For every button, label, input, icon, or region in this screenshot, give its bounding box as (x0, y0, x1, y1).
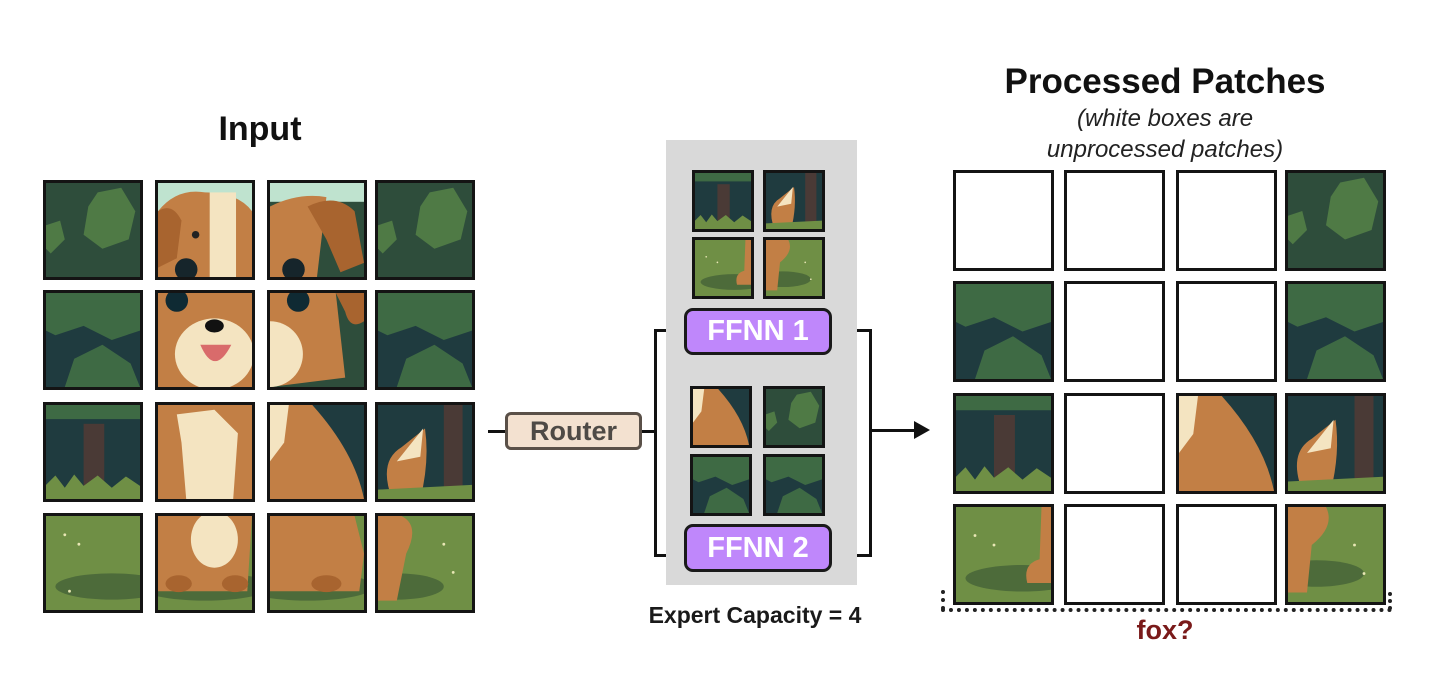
left-bracket (654, 329, 657, 557)
left-bracket-top (654, 329, 668, 332)
expert-1-patch (692, 170, 754, 232)
router-label: Router (530, 415, 617, 446)
input-patch (43, 402, 143, 502)
output-empty-patch (1176, 504, 1277, 605)
input-patch (267, 513, 367, 613)
input-patch (375, 180, 475, 280)
output-patch (953, 504, 1054, 605)
expert-2-patch (690, 454, 752, 516)
input-patch (43, 290, 143, 390)
dotted-bracket-left (941, 590, 945, 610)
expert-2-patch (763, 386, 825, 448)
output-title: Processed Patches (1004, 62, 1326, 101)
input-patch (375, 290, 475, 390)
expert-2-patch (763, 454, 825, 516)
dotted-bracket (941, 608, 1392, 612)
right-bracket (869, 329, 872, 557)
input-patch (155, 180, 255, 280)
ffnn-1-label: FFNN 1 (707, 315, 809, 347)
left-bracket-bottom (654, 554, 668, 557)
output-empty-patch (1064, 281, 1165, 382)
output-patch (953, 393, 1054, 494)
output-empty-patch (1176, 170, 1277, 271)
input-patch (43, 513, 143, 613)
expert-capacity-label: Expert Capacity = 4 (648, 602, 862, 628)
expert-1-patch (692, 237, 754, 299)
input-patch (155, 290, 255, 390)
output-empty-patch (1176, 281, 1277, 382)
expert-1-patch (763, 237, 825, 299)
output-patch (1285, 281, 1386, 382)
right-bracket-top (857, 329, 872, 332)
expert-1-patch (763, 170, 825, 232)
right-bracket-bottom (857, 554, 872, 557)
arrow-line (870, 429, 916, 432)
input-patch (267, 180, 367, 280)
input-patch (375, 402, 475, 502)
router-box: Router (505, 412, 642, 450)
input-patch (267, 290, 367, 390)
output-patch (1285, 170, 1386, 271)
output-patch (953, 281, 1054, 382)
input-patch (155, 402, 255, 502)
output-subtitle-line1: (white boxes are (1076, 105, 1254, 132)
ffnn-1-box: FFNN 1 (684, 308, 832, 355)
dotted-bracket-right (1388, 592, 1392, 610)
output-empty-patch (1064, 170, 1165, 271)
arrow-head-icon (914, 421, 930, 439)
ffnn-2-box: FFNN 2 (684, 524, 832, 572)
fox-annotation: fox? (1136, 615, 1194, 645)
output-patch (1176, 393, 1277, 494)
connector-line (488, 430, 505, 433)
input-patch (375, 513, 475, 613)
output-patch (1285, 393, 1386, 494)
expert-2-patch (690, 386, 752, 448)
ffnn-2-label: FFNN 2 (707, 531, 809, 564)
output-empty-patch (1064, 393, 1165, 494)
output-subtitle-line2: unprocessed patches) (1046, 136, 1284, 163)
output-empty-patch (953, 170, 1054, 271)
input-title: Input (218, 110, 302, 148)
output-empty-patch (1064, 504, 1165, 605)
output-patch (1285, 504, 1386, 605)
connector-line (642, 430, 656, 433)
input-patch (155, 513, 255, 613)
input-patch (267, 402, 367, 502)
input-patch (43, 180, 143, 280)
